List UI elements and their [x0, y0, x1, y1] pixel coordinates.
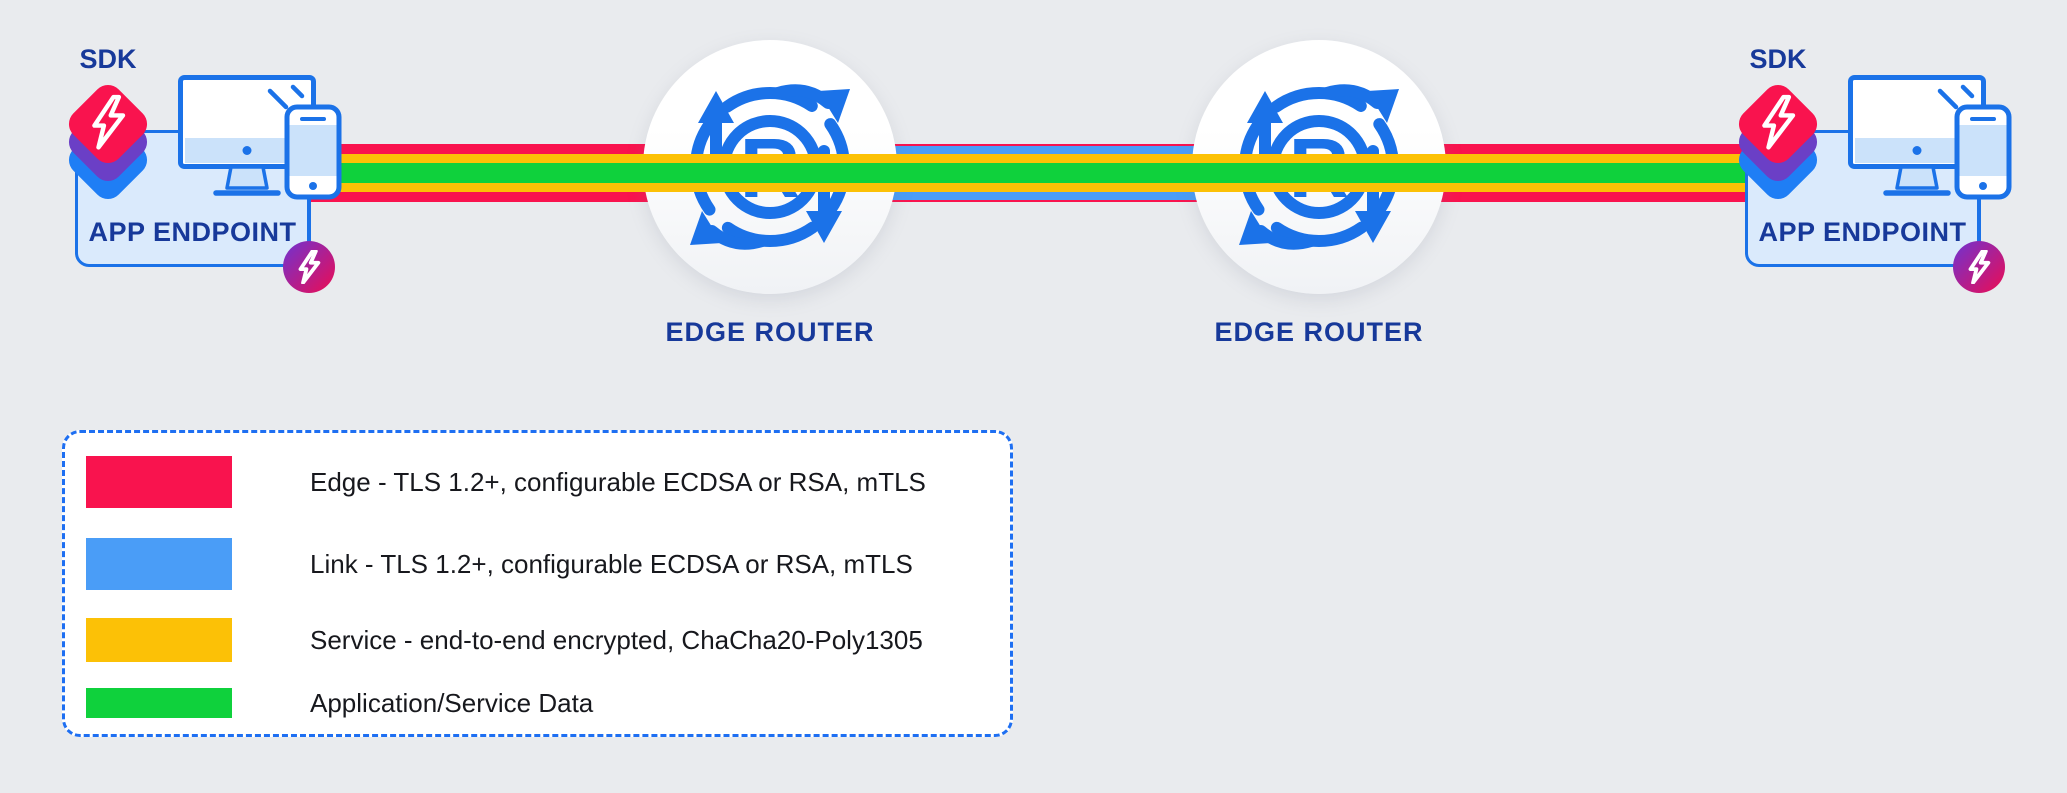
legend-row-service: Service - end-to-end encrypted, ChaCha20… — [65, 618, 1010, 662]
router-ne-arrowhead — [818, 89, 850, 123]
router-ne-arrowhead — [1367, 89, 1399, 123]
legend-label-service: Service - end-to-end encrypted, ChaCha20… — [310, 624, 923, 655]
phone-badge-connector-line — [308, 192, 311, 248]
legend-swatch-link — [86, 538, 232, 590]
edge-router-label-2: EDGE ROUTER — [1214, 317, 1424, 347]
legend-swatch-service — [86, 618, 232, 662]
monitor-icon — [1848, 75, 1986, 196]
sdk-label: SDK — [79, 44, 137, 74]
phone-home-dot — [309, 182, 317, 190]
router-sw-arrowhead — [690, 211, 722, 245]
badge-bolt-icon — [298, 250, 321, 284]
legend-row-appdata: Application/Service Data — [65, 688, 1010, 718]
router-up-arrowhead — [1247, 91, 1283, 123]
router-sw-arrowhead — [1239, 211, 1271, 245]
ziti-badge-icon — [1953, 241, 2005, 293]
sdk-stack-icon — [68, 84, 148, 200]
legend-row-edge: Edge - TLS 1.2+, configurable ECDSA or R… — [65, 456, 1010, 508]
phone-icon — [1954, 104, 2012, 200]
screen-glare-marks — [267, 84, 305, 110]
monitor-power-dot — [1912, 146, 1922, 155]
monitor-stand-neck — [1895, 165, 1939, 190]
phone-badge-connector-line — [1978, 192, 1981, 248]
app-endpoint-left: SDK APP ENDPOINT — [0, 0, 400, 310]
legend-label-edge: Edge - TLS 1.2+, configurable ECDSA or R… — [310, 466, 926, 497]
phone-screen — [289, 125, 337, 176]
screen-glare-marks — [1937, 84, 1975, 110]
app-endpoint-label: APP ENDPOINT — [88, 217, 297, 247]
ziti-bolt-icon — [1968, 250, 1991, 284]
router-down-arrowhead — [1355, 211, 1391, 243]
badge-bolt-icon — [1968, 250, 1991, 284]
legend-panel: Edge - TLS 1.2+, configurable ECDSA or R… — [62, 430, 1013, 737]
monitor-stand-neck — [225, 165, 269, 190]
legend-label-appdata: Application/Service Data — [310, 687, 594, 718]
stack-layer-crimson — [1738, 84, 1818, 164]
legend-swatch-appdata — [86, 688, 232, 718]
sdk-stack-icon — [1738, 84, 1818, 200]
ziti-badge-icon — [283, 241, 335, 293]
app-endpoint-label: APP ENDPOINT — [1758, 217, 1967, 247]
application-data-band — [290, 163, 1790, 183]
phone-icon — [284, 104, 342, 200]
sdk-label: SDK — [1749, 44, 1807, 74]
monitor-power-dot — [242, 146, 252, 155]
ziti-bolt-icon — [298, 250, 321, 284]
stack-layer-crimson — [68, 84, 148, 164]
ziti-bolt-icon — [1762, 94, 1796, 150]
legend-row-link: Link - TLS 1.2+, configurable ECDSA or R… — [65, 538, 1010, 590]
edge-router-label-1: EDGE ROUTER — [665, 317, 875, 347]
ziti-bolt-icon — [92, 94, 126, 150]
app-endpoint-right: SDK APP ENDPOINT — [1670, 0, 2067, 310]
router-down-arrowhead — [806, 211, 842, 243]
router-up-arrowhead — [698, 91, 734, 123]
legend-swatch-edge — [86, 456, 232, 508]
phone-home-dot — [1979, 182, 1987, 190]
legend-label-link: Link - TLS 1.2+, configurable ECDSA or R… — [310, 548, 913, 579]
phone-screen — [1959, 125, 2007, 176]
